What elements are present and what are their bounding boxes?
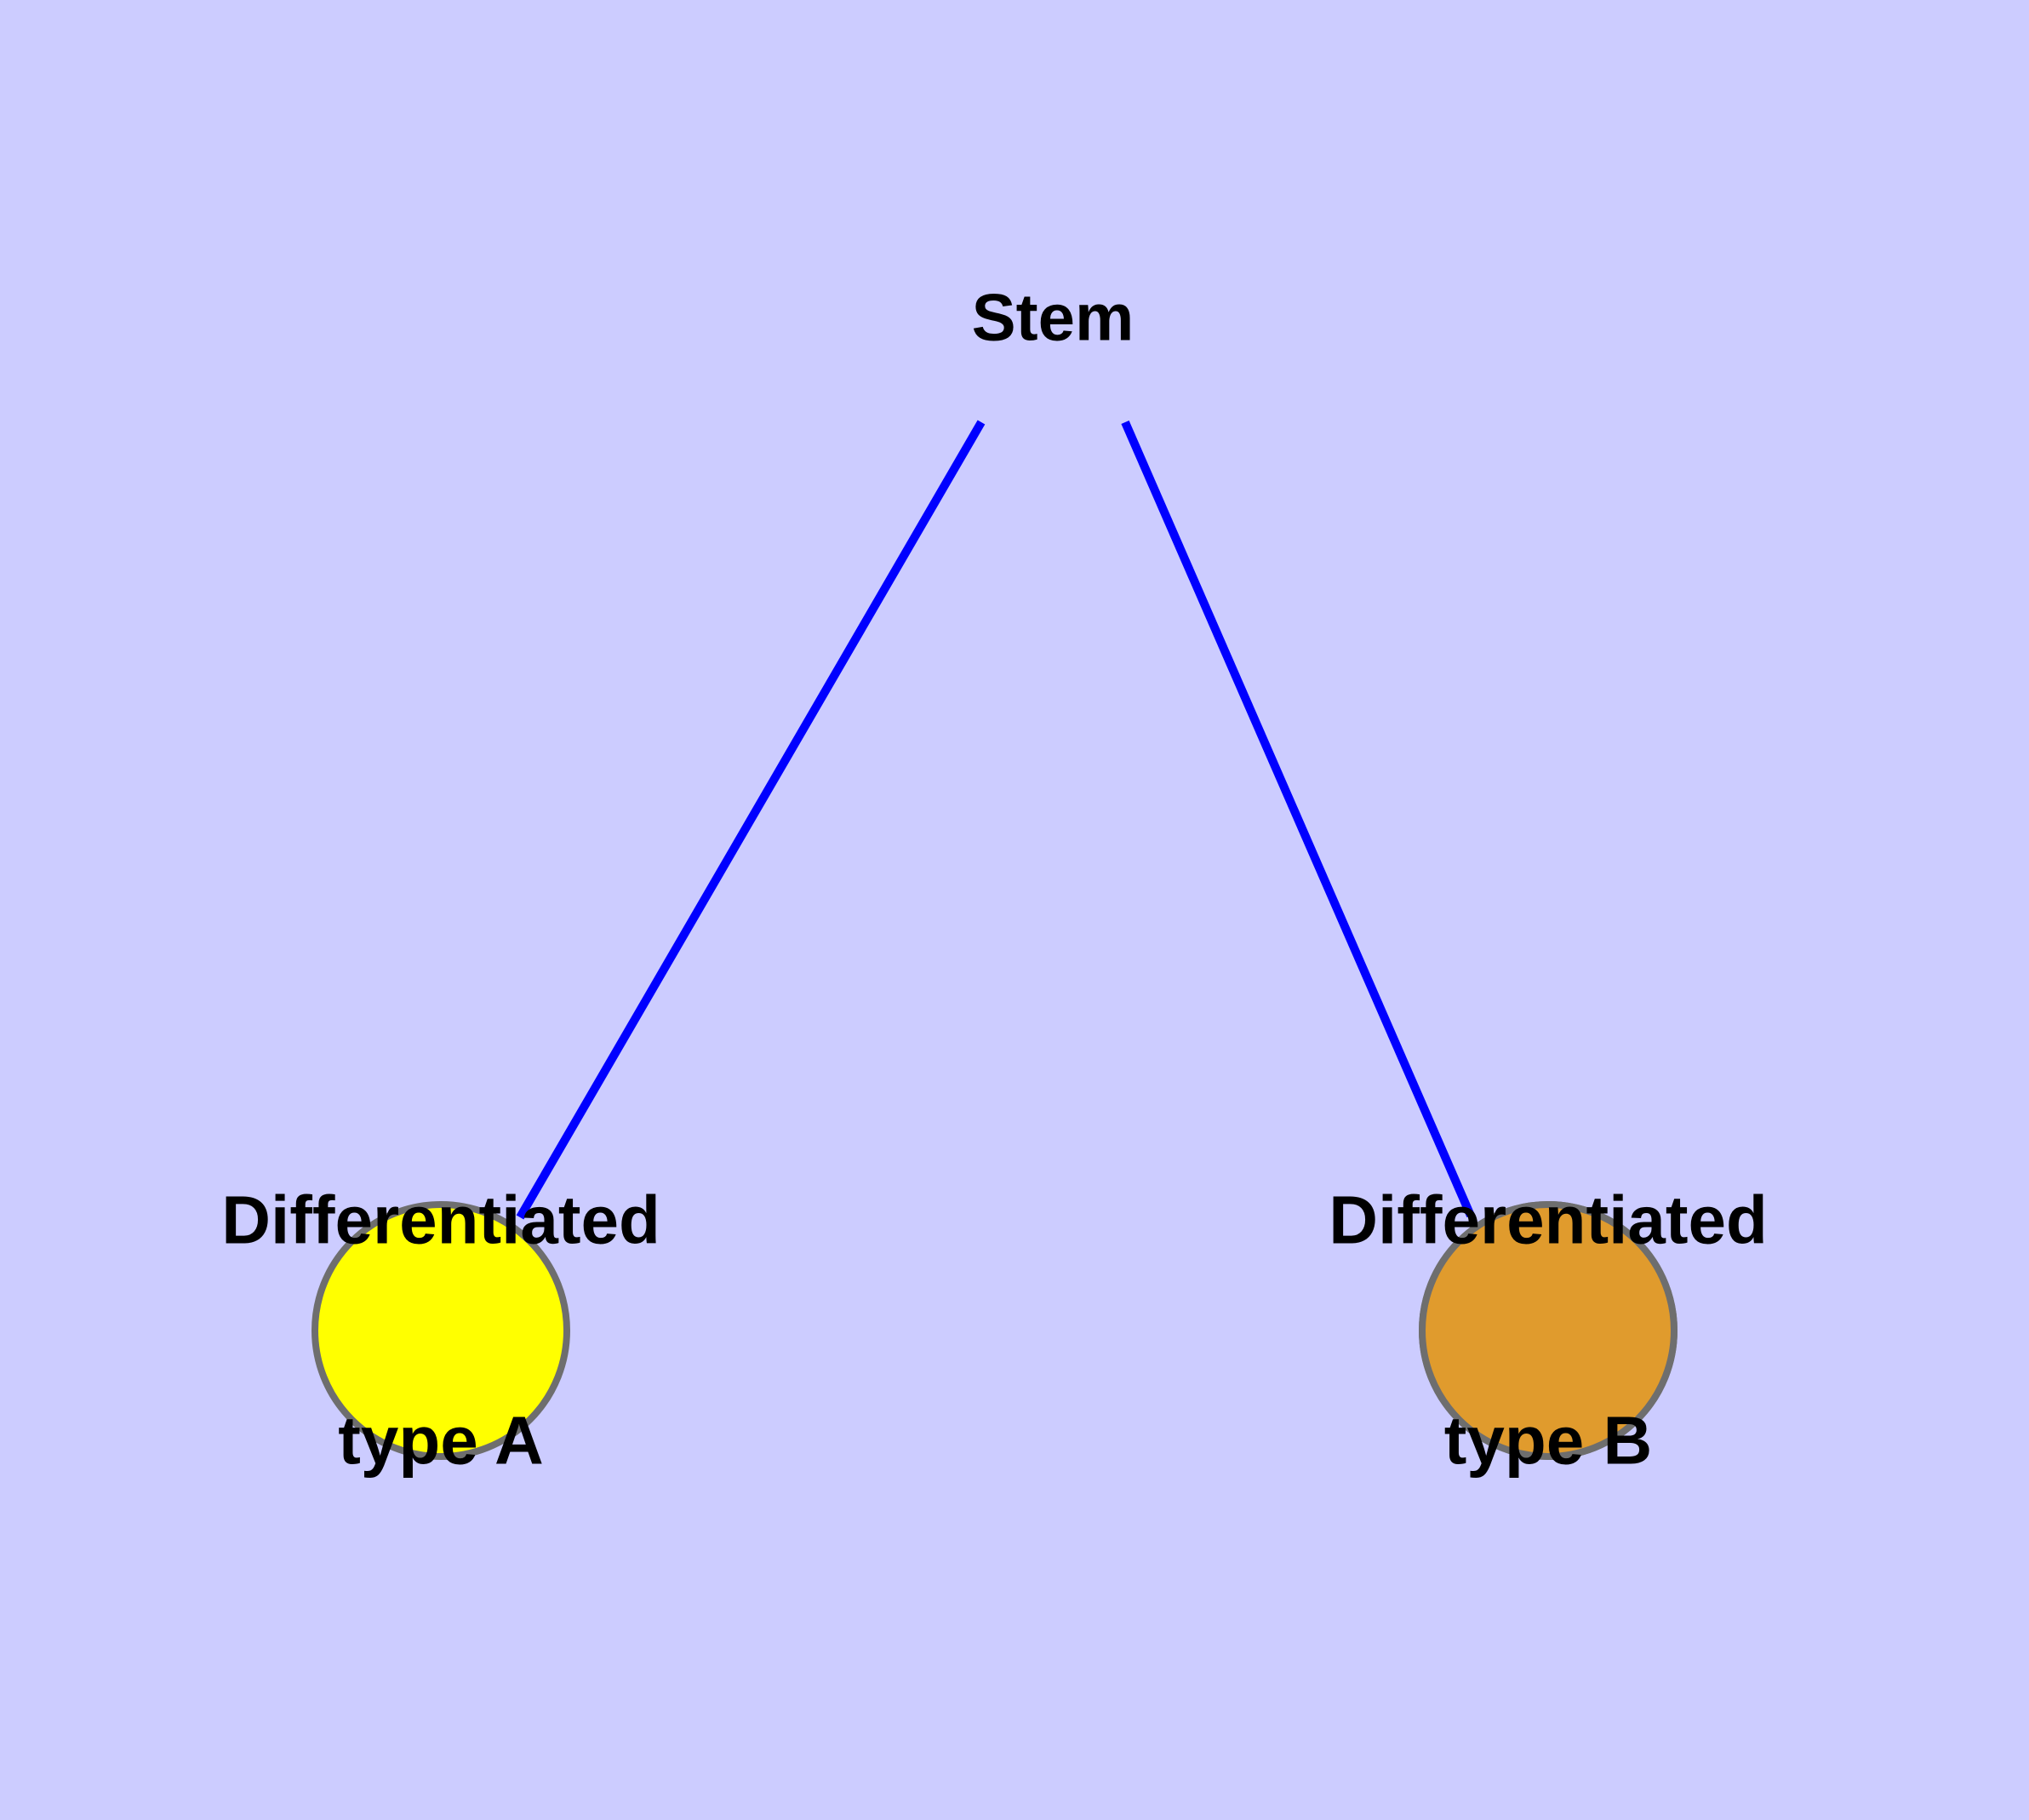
edge-layer <box>516 420 1475 1220</box>
edge-stem-to-differentiated-type-a <box>516 420 986 1220</box>
node-differentiated-type-b[interactable] <box>1419 1201 1677 1460</box>
edge-stem-to-differentiated-type-b <box>1121 421 1475 1217</box>
node-stem[interactable] <box>311 1201 570 1460</box>
node-layer <box>311 1201 1677 1460</box>
